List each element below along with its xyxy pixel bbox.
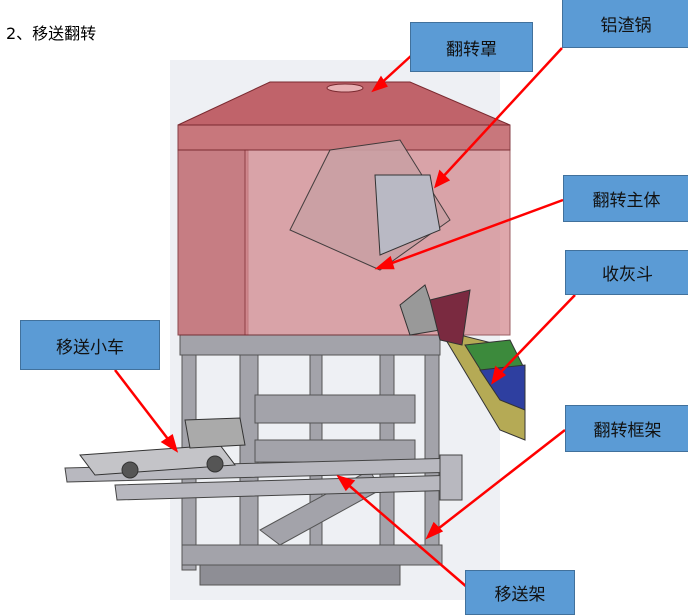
arrowhead-icon (425, 521, 444, 540)
arrow-transfer-cart (114, 369, 172, 444)
label-flip-frame: 翻转框架 (565, 405, 688, 452)
arrow-dross-pot (439, 47, 563, 181)
label-ash-hopper: 收灰斗 (565, 250, 688, 295)
section-heading: 2、移送翻转 (6, 24, 97, 43)
arrowhead-icon (336, 474, 356, 492)
label-transfer-cart: 移送小车 (20, 320, 160, 370)
transfer-cart-structure (79, 417, 246, 479)
arrowhead-icon (491, 365, 507, 385)
flip-body-structure (289, 139, 451, 336)
label-transfer-rack: 移送架 (465, 570, 575, 615)
arrowhead-icon (434, 169, 451, 189)
arrow-flip-body (383, 198, 564, 268)
arrow-ash-hopper (497, 294, 576, 376)
arrowhead-icon (160, 434, 179, 453)
ash-hopper-structure (429, 289, 526, 441)
arrow-flip-frame (433, 429, 566, 533)
arrow-transfer-rack (344, 481, 469, 589)
arrowhead-icon (371, 75, 388, 93)
label-aluminum-dross-pot: 铝渣锅 (562, 0, 688, 48)
label-flip-hood: 翻转罩 (410, 22, 533, 72)
label-flip-body: 翻转主体 (563, 175, 688, 222)
callout-arrows (114, 47, 576, 589)
arrowhead-icon (374, 255, 395, 270)
